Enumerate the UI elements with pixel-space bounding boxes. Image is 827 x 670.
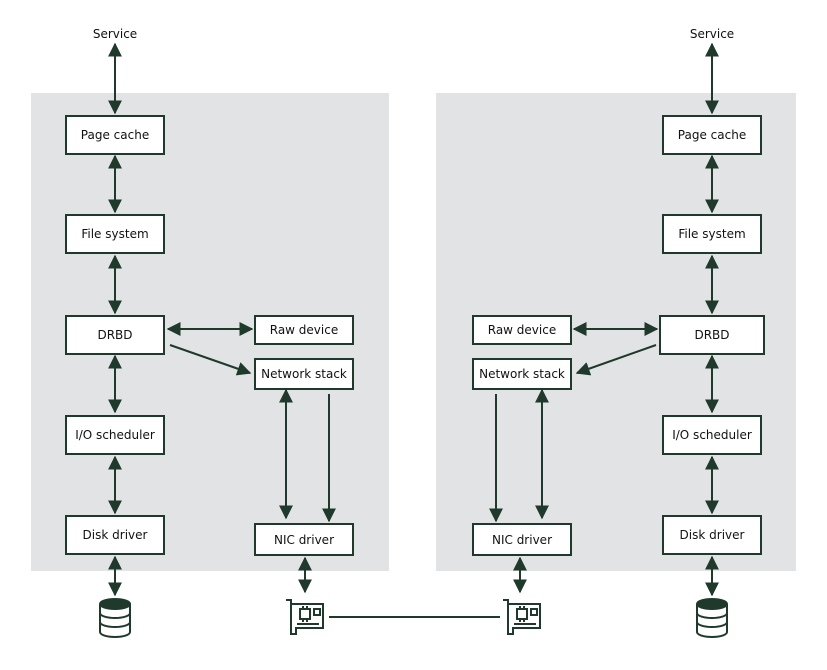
right-network-card-icon (503, 599, 541, 635)
left-drbd-box: DRBD (65, 315, 165, 355)
left-network-card-icon (286, 599, 324, 635)
arrow-right-drbd-networkstack (575, 344, 657, 376)
right-drbd-box: DRBD (659, 315, 765, 355)
right-file-system-box: File system (662, 214, 762, 254)
left-disk-driver-box: Disk driver (65, 515, 165, 555)
right-disk-storage-icon (696, 598, 728, 638)
left-disk-storage-icon (99, 598, 131, 638)
right-disk-driver-box: Disk driver (662, 515, 762, 555)
right-io-scheduler-box: I/O scheduler (662, 415, 762, 455)
right-nic-driver-box: NIC driver (472, 523, 572, 556)
right-raw-device-box: Raw device (472, 315, 572, 345)
left-io-scheduler-box: I/O scheduler (65, 415, 165, 455)
left-network-stack-box: Network stack (254, 358, 354, 390)
left-service-label: Service (92, 27, 138, 41)
arrow-left-drbd-networkstack (169, 344, 252, 376)
right-page-cache-box: Page cache (662, 115, 762, 155)
left-file-system-box: File system (65, 214, 165, 254)
left-nic-driver-box: NIC driver (254, 523, 354, 556)
left-page-cache-box: Page cache (65, 115, 165, 155)
left-raw-device-box: Raw device (254, 315, 354, 345)
right-network-stack-box: Network stack (472, 358, 572, 390)
right-service-label: Service (689, 27, 735, 41)
